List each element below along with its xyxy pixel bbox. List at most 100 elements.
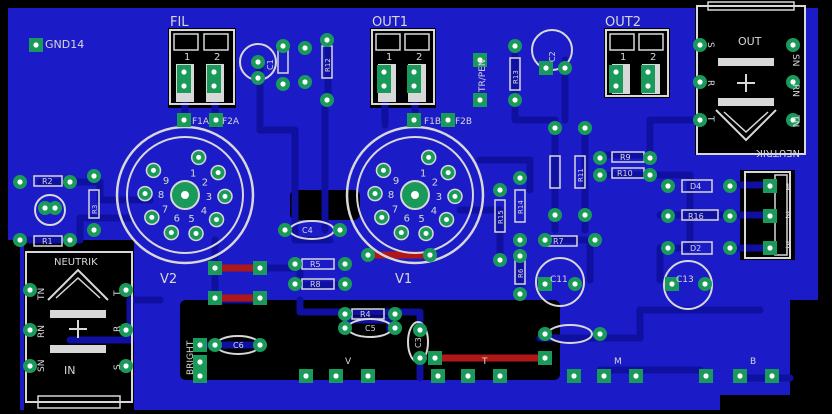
pad-hole: [702, 281, 708, 287]
terminal-pin-number: 2: [214, 52, 220, 63]
pad-hole: [197, 359, 203, 365]
pad-hole: [372, 191, 378, 197]
jack-pin-r-in: R: [113, 326, 123, 332]
pad-hole: [123, 287, 129, 293]
bottom-mark-v: V: [345, 357, 352, 367]
pad-hole: [445, 117, 451, 123]
pad-hole: [571, 373, 577, 379]
label-c5: C5: [365, 324, 376, 333]
label-r11: R11: [577, 168, 585, 182]
pad-hole: [790, 79, 796, 85]
pad-hole: [123, 363, 129, 369]
label-r15: R15: [497, 210, 505, 224]
pad-hole: [417, 327, 423, 333]
label-out1: OUT1: [372, 15, 408, 30]
pad-hole: [497, 257, 503, 263]
pad-hole: [181, 117, 187, 123]
label-r13: R13: [512, 70, 520, 84]
cap-c11: [535, 257, 585, 307]
label-gnd: GND14: [45, 38, 84, 51]
label-r10: R10: [617, 169, 633, 178]
terminal-pin-number: 1: [785, 183, 791, 193]
jack-pin-t-in: T: [113, 290, 123, 297]
pad-hole: [597, 155, 603, 161]
pad-hole: [562, 65, 568, 71]
pad-hole: [517, 291, 523, 297]
pad-hole: [17, 237, 23, 243]
pad-hole: [257, 342, 263, 348]
pad-hole: [445, 170, 451, 176]
label-tr-en: TR/PEN: [478, 59, 488, 93]
label-c11: C11: [550, 275, 568, 285]
terminal-pin-number: 3: [785, 241, 791, 251]
pad-hole: [333, 373, 339, 379]
label-out: OUT: [738, 35, 762, 48]
pad-hole: [150, 167, 156, 173]
jack-pin-r-out: R: [705, 80, 715, 86]
pad-hole: [342, 281, 348, 287]
pad-hole: [633, 373, 639, 379]
pad-hole: [435, 373, 441, 379]
resistor-r15: [494, 199, 506, 233]
pad-hole: [769, 373, 775, 379]
pad-hole: [212, 265, 218, 271]
resistor-r1: [33, 235, 63, 247]
pad-hole: [17, 179, 23, 185]
pad-hole: [790, 42, 796, 48]
v1-pin-number: 4: [431, 206, 437, 217]
jack-pin-t-out: T: [705, 115, 715, 122]
label-r4: R4: [360, 310, 371, 319]
diode-d4: [681, 179, 713, 193]
label-in: IN: [64, 364, 75, 377]
pad-hole: [142, 191, 148, 197]
v1-pin-number: 9: [393, 176, 399, 187]
pad-hole: [280, 81, 286, 87]
pad-hole: [645, 83, 651, 89]
pad-hole: [381, 69, 387, 75]
pad-hole: [727, 183, 733, 189]
pad-hole: [737, 373, 743, 379]
jack-pin-rn-out: RN: [790, 84, 800, 97]
pad-hole: [727, 245, 733, 251]
pad-hole: [324, 97, 330, 103]
pad-hole: [302, 79, 308, 85]
jack-pin-tn-in: TN: [37, 288, 47, 301]
pad-hole: [512, 97, 518, 103]
label-r7: R7: [553, 237, 564, 246]
pad-hole: [411, 69, 417, 75]
terminal-pin-number: 1: [620, 52, 626, 63]
pad-hole: [697, 42, 703, 48]
label-d4: D4: [690, 182, 701, 191]
pad-hole: [212, 342, 218, 348]
label-out2: OUT2: [605, 15, 641, 30]
v2-pin-number: 6: [174, 214, 180, 225]
pads: [13, 33, 800, 383]
pad-hole: [67, 179, 73, 185]
pad-hole: [426, 154, 432, 160]
pad-hole: [432, 355, 438, 361]
pad-hole: [257, 265, 263, 271]
pad-hole: [542, 331, 548, 337]
v1-pin-number: 8: [388, 190, 394, 201]
pad-hole: [324, 37, 330, 43]
pad-hole: [380, 167, 386, 173]
v1-pin-number: 1: [420, 168, 426, 179]
pad-hole: [302, 45, 308, 51]
jack-pin-s-out: S: [705, 42, 715, 48]
pad-hole: [379, 214, 385, 220]
label-c4: C4: [302, 226, 313, 235]
pad-hole: [542, 237, 548, 243]
pad-hole: [727, 213, 733, 219]
pad-hole: [255, 75, 261, 81]
jumpers: [211, 251, 549, 362]
pad-hole: [292, 281, 298, 287]
pad-hole: [214, 217, 220, 223]
pad-hole: [365, 252, 371, 258]
pad-hole: [645, 69, 651, 75]
label-d2: D2: [690, 244, 701, 253]
label-v1: V1: [395, 272, 412, 287]
label-r1: R1: [42, 237, 53, 246]
label-r12: R12: [324, 58, 332, 72]
v1-pin-number: 6: [404, 214, 410, 225]
pad-hole: [552, 212, 558, 218]
